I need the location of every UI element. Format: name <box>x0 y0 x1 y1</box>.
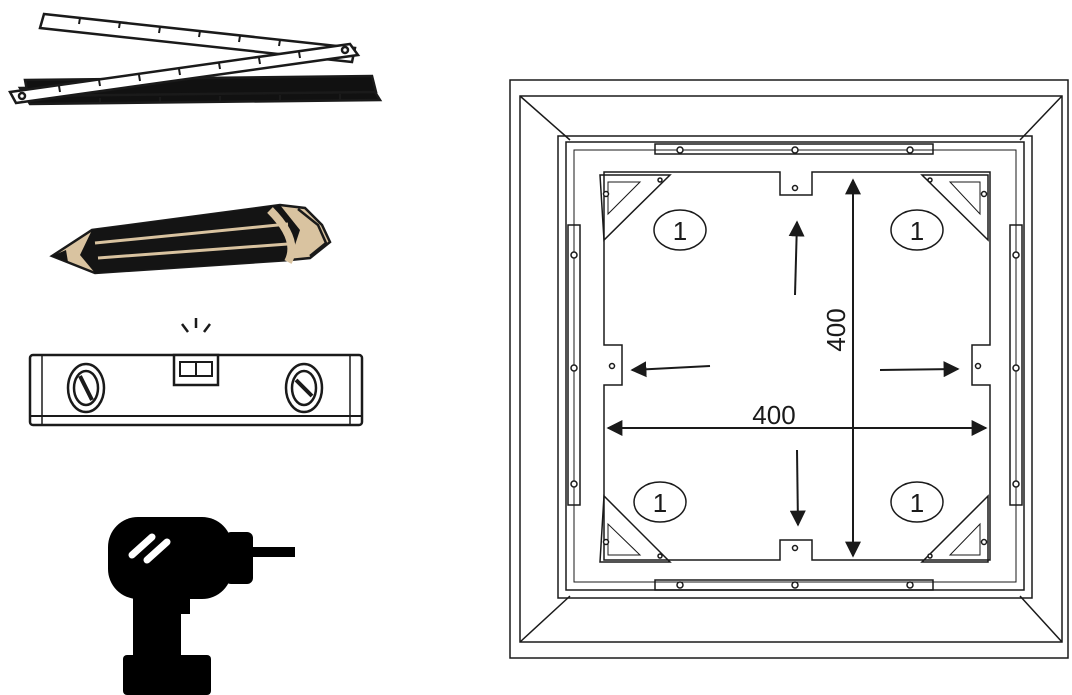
arrow-down <box>789 449 806 527</box>
pencil-icon <box>49 203 332 275</box>
corner-marker-label: 1 <box>653 488 667 518</box>
mounting-plate <box>603 171 991 561</box>
corner-marker-bottom-right <box>890 481 944 523</box>
height-label: 400 <box>821 308 851 351</box>
corner-marker-top-left <box>653 209 707 251</box>
corner-marker-top-right <box>890 209 944 251</box>
arrow-up <box>788 220 805 296</box>
mounting-diagram: 400 400 1 1 1 1 <box>509 79 1069 659</box>
corner-marker-label: 1 <box>910 488 924 518</box>
folding-ruler-icon <box>8 12 383 106</box>
spirit-level-icon <box>28 318 364 427</box>
corner-marker-label: 1 <box>673 216 687 246</box>
housing <box>557 135 1033 599</box>
arrow-right <box>879 361 960 378</box>
width-label: 400 <box>752 400 795 430</box>
tools-panel <box>8 12 383 695</box>
arrow-left <box>630 361 711 378</box>
drill-icon <box>108 517 295 695</box>
corner-marker-bottom-left <box>633 481 687 523</box>
outer-frame <box>509 79 1069 659</box>
corner-marker-label: 1 <box>910 216 924 246</box>
